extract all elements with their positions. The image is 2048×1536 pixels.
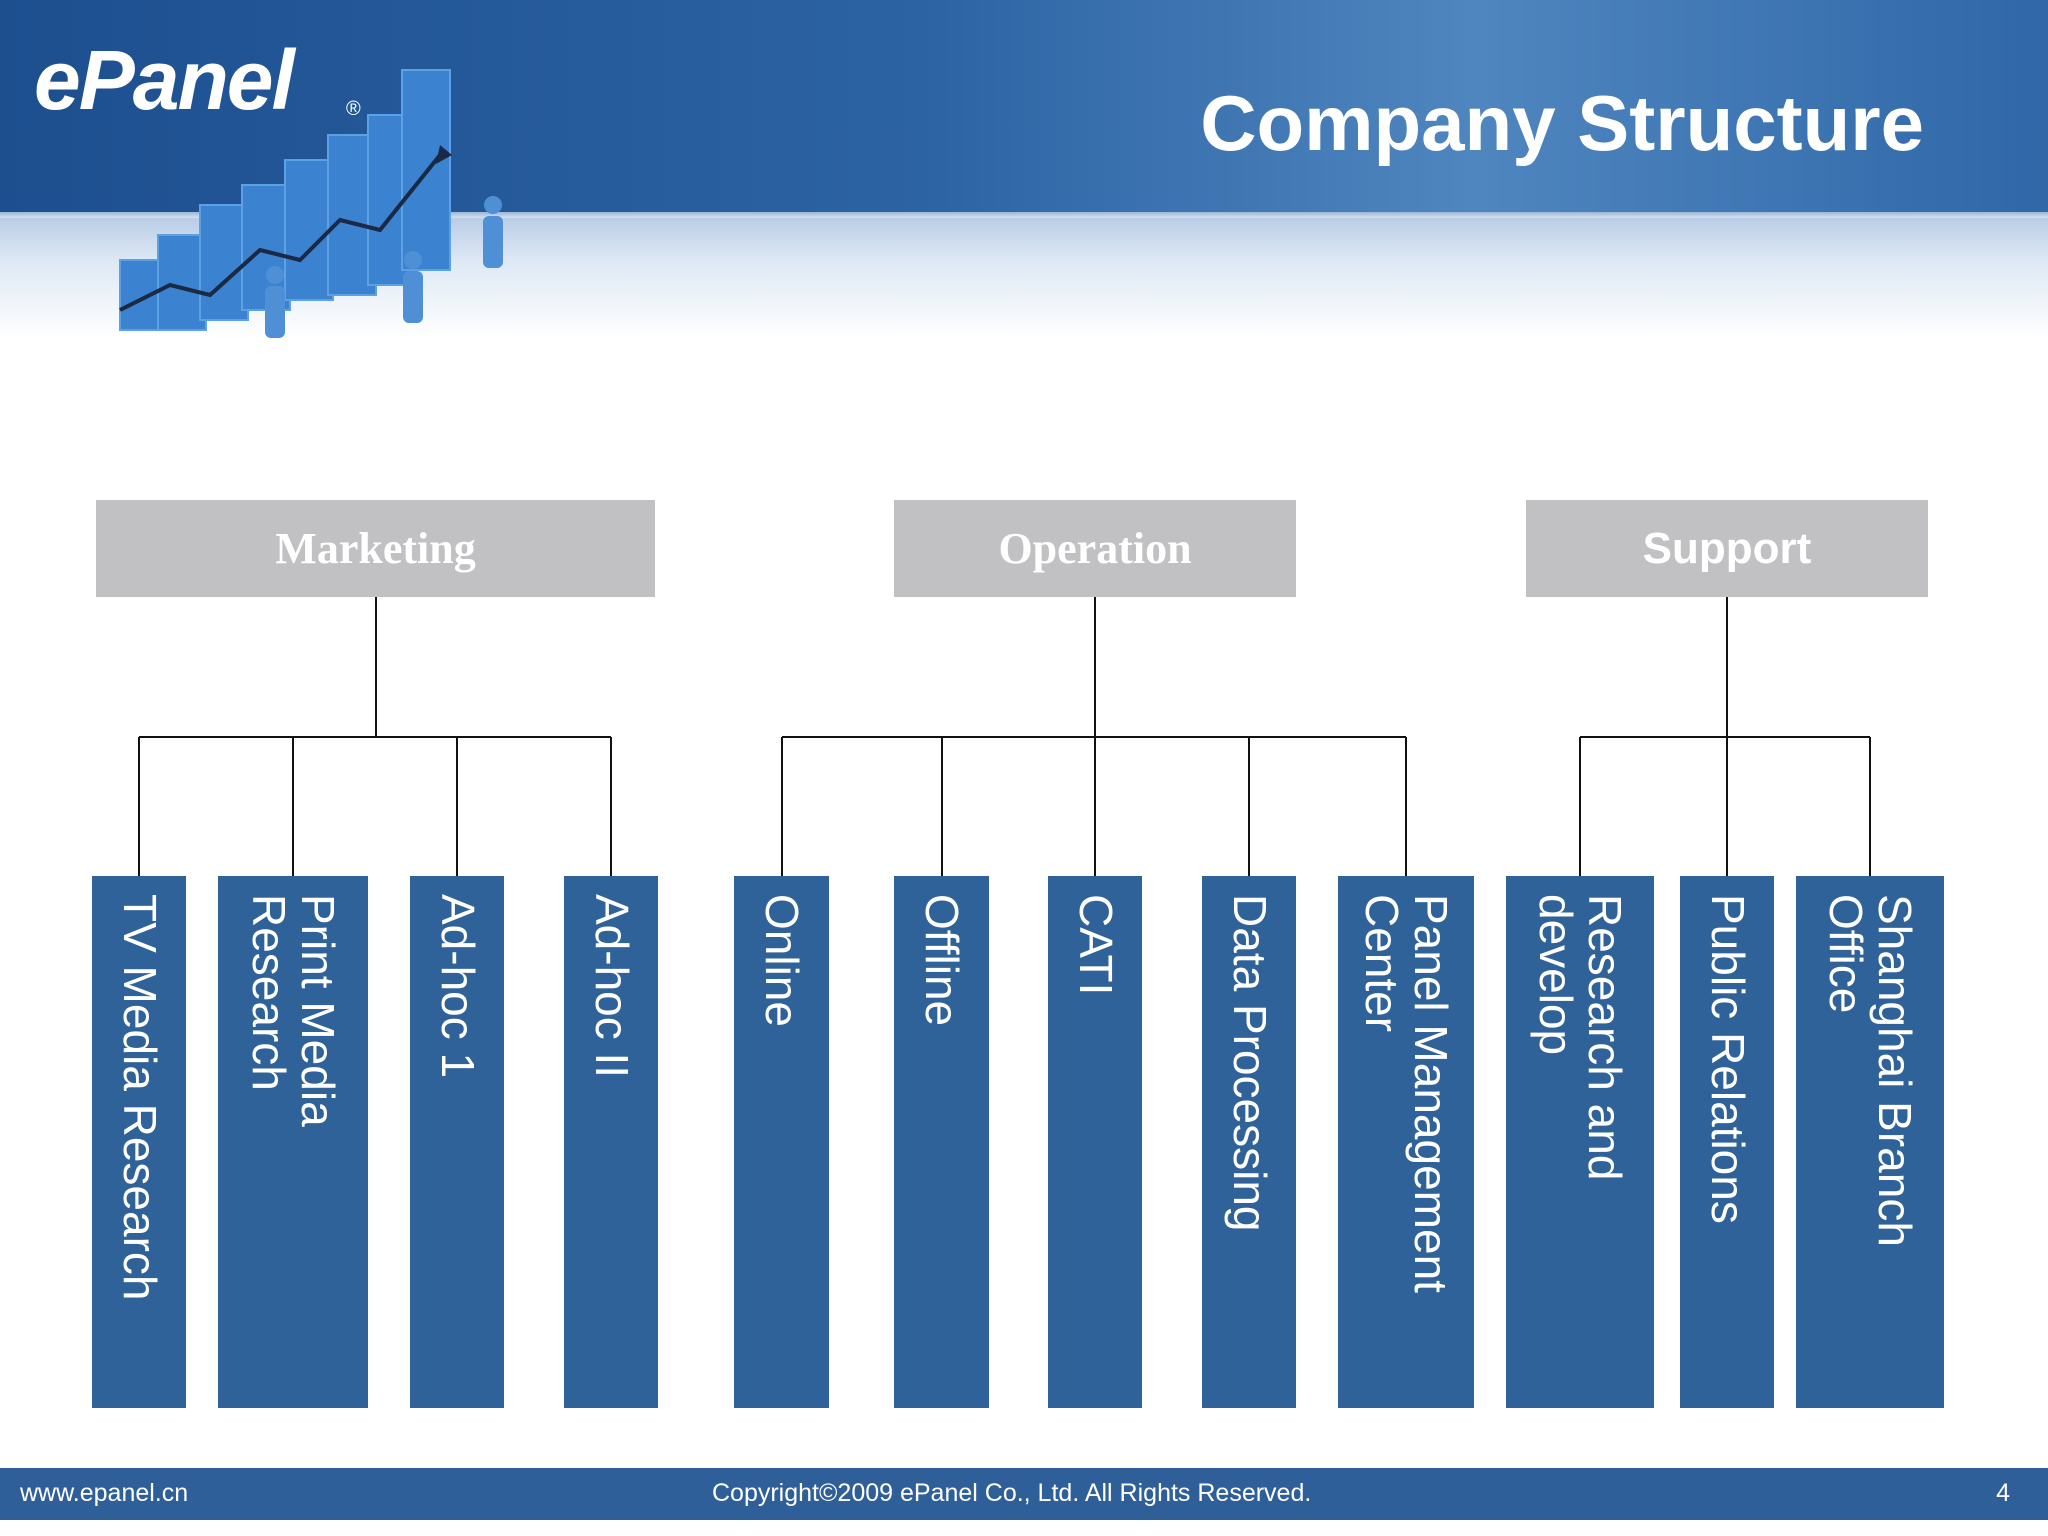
unit-label-line: Office <box>1820 894 1872 1014</box>
illustration-bar <box>157 234 207 331</box>
department-support: Support <box>1526 500 1928 597</box>
unit-ad-hoc-2: Ad-hoc II <box>564 876 658 1408</box>
unit-print-media-research: Print Media Research <box>218 876 368 1408</box>
unit-label-line: Research and <box>1579 894 1632 1181</box>
page-number: 4 <box>1996 1479 2010 1507</box>
illustration-arrow-head <box>436 145 452 164</box>
unit-label-line: Ad-hoc 1 <box>431 894 484 1079</box>
unit-research-and-develop: Research and develop <box>1506 876 1654 1408</box>
epanel-logo: ePanel <box>34 33 295 127</box>
illustration-trend-line <box>119 153 442 312</box>
unit-ad-hoc-1: Ad-hoc 1 <box>410 876 504 1408</box>
department-operation: Operation <box>894 500 1296 597</box>
unit-online: Online <box>734 876 829 1408</box>
page-title: Company Structure <box>1200 79 1924 167</box>
unit-label-line: Online <box>756 894 809 1027</box>
unit-label-line: Data Processing <box>1223 894 1276 1232</box>
footer-copyright: Copyright©2009 ePanel Co., Ltd. All Righ… <box>712 1479 1312 1507</box>
unit-data-processing: Data Processing <box>1202 876 1296 1408</box>
registered-mark: ® <box>346 98 361 120</box>
footer-website: www.epanel.cn <box>20 1479 189 1507</box>
unit-label-line: Print Media <box>292 894 345 1127</box>
unit-label-line: Research <box>243 894 295 1091</box>
unit-shanghai-branch-office: Shanghai Branch Office <box>1796 876 1944 1408</box>
unit-cati: CATI <box>1048 876 1142 1408</box>
illustration-figures <box>265 196 503 338</box>
department-marketing: Marketing <box>96 500 655 597</box>
unit-label-line: Offline <box>916 894 969 1027</box>
unit-label-line: Shanghai Branch <box>1869 894 1922 1247</box>
unit-tv-media-research: TV Media Research <box>92 876 186 1408</box>
bar-chart-illustration <box>119 69 503 338</box>
unit-label-line: Center <box>1356 894 1408 1033</box>
unit-label-line: develop <box>1530 894 1582 1056</box>
unit-label-line: Panel Management <box>1405 894 1458 1293</box>
unit-label-line: Ad-hoc II <box>585 894 638 1079</box>
unit-label-line: Public Relations <box>1701 894 1754 1224</box>
footer-bar: www.epanel.cn Copyright©2009 ePanel Co.,… <box>0 1468 2048 1520</box>
unit-offline: Offline <box>894 876 989 1408</box>
unit-label-line: CATI <box>1069 894 1122 996</box>
unit-public-relations: Public Relations <box>1680 876 1774 1408</box>
unit-label-line: TV Media Research <box>113 894 166 1301</box>
illustration-bar <box>284 159 334 301</box>
header-divider <box>0 212 2048 222</box>
unit-panel-management-center: Panel Management Center <box>1338 876 1474 1408</box>
